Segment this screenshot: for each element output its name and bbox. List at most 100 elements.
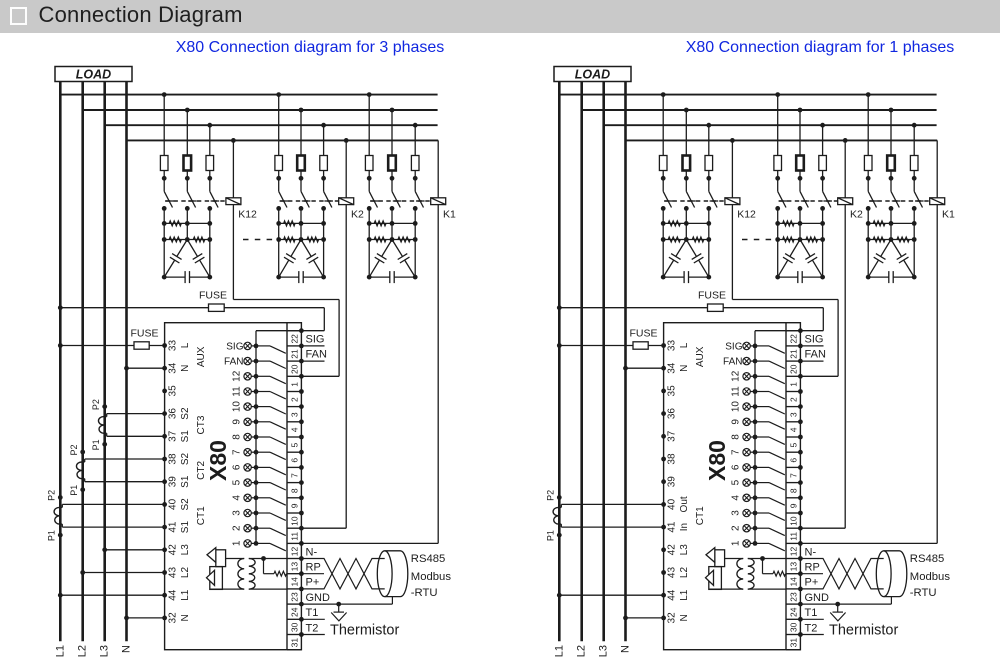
svg-text:10: 10	[232, 401, 243, 413]
svg-text:P1: P1	[47, 530, 57, 541]
svg-text:K1: K1	[942, 209, 955, 221]
svg-text:36: 36	[168, 408, 179, 420]
svg-text:1: 1	[731, 540, 742, 546]
svg-text:N-: N-	[306, 546, 318, 558]
svg-text:L: L	[180, 342, 191, 348]
svg-text:L2: L2	[180, 567, 191, 579]
svg-text:SIG: SIG	[226, 341, 243, 352]
svg-text:9: 9	[289, 503, 299, 508]
svg-text:Thermistor: Thermistor	[829, 623, 898, 639]
svg-text:12: 12	[731, 370, 742, 382]
svg-text:FAN: FAN	[306, 349, 327, 361]
svg-text:RS485: RS485	[411, 553, 446, 565]
svg-text:6: 6	[232, 464, 243, 470]
svg-text:P2: P2	[546, 490, 556, 501]
svg-text:38: 38	[168, 453, 179, 465]
svg-text:Thermistor: Thermistor	[330, 623, 399, 639]
svg-text:1: 1	[232, 540, 243, 546]
svg-text:GND: GND	[805, 592, 830, 604]
svg-text:FUSE: FUSE	[629, 328, 657, 340]
svg-text:K12: K12	[737, 209, 756, 221]
svg-text:N: N	[180, 365, 191, 372]
svg-text:36: 36	[667, 408, 678, 420]
svg-text:43: 43	[667, 567, 678, 579]
svg-text:T1: T1	[306, 607, 319, 619]
svg-text:12: 12	[289, 547, 299, 557]
svg-text:N: N	[679, 365, 690, 372]
svg-text:11: 11	[289, 532, 299, 541]
svg-text:5: 5	[289, 442, 299, 447]
svg-text:T2: T2	[306, 622, 319, 634]
svg-text:2: 2	[731, 525, 742, 531]
svg-text:K2: K2	[351, 209, 364, 221]
svg-text:20: 20	[788, 364, 798, 374]
svg-text:FUSE: FUSE	[199, 290, 227, 302]
svg-text:22: 22	[289, 334, 299, 344]
svg-text:FUSE: FUSE	[698, 290, 726, 302]
svg-text:33: 33	[667, 340, 678, 352]
svg-text:21: 21	[788, 349, 798, 359]
svg-text:Out: Out	[679, 496, 690, 512]
svg-text:Modbus: Modbus	[910, 571, 951, 583]
svg-text:7: 7	[232, 449, 243, 455]
svg-text:39: 39	[168, 476, 179, 488]
svg-text:7: 7	[289, 473, 299, 478]
svg-text:31: 31	[289, 638, 299, 648]
svg-text:32: 32	[667, 612, 678, 624]
svg-text:30: 30	[788, 622, 798, 632]
svg-text:34: 34	[168, 362, 179, 374]
svg-text:L3: L3	[679, 544, 690, 556]
svg-text:30: 30	[289, 622, 299, 632]
svg-text:SIG: SIG	[306, 333, 325, 345]
svg-text:X80: X80	[704, 440, 730, 481]
svg-text:10: 10	[731, 401, 742, 413]
svg-text:N: N	[620, 645, 632, 653]
svg-text:P+: P+	[306, 577, 320, 589]
svg-text:CT1: CT1	[196, 506, 207, 525]
svg-text:1: 1	[788, 382, 798, 387]
svg-text:3: 3	[731, 510, 742, 516]
svg-text:34: 34	[667, 362, 678, 374]
svg-text:L2: L2	[679, 567, 690, 579]
svg-text:In: In	[679, 523, 690, 531]
svg-text:RP: RP	[306, 562, 321, 574]
svg-text:P1: P1	[546, 530, 556, 541]
svg-text:N: N	[180, 614, 191, 621]
svg-text:4: 4	[289, 427, 299, 432]
svg-text:37: 37	[168, 430, 179, 442]
svg-text:8: 8	[289, 488, 299, 493]
svg-text:-RTU: -RTU	[411, 587, 438, 599]
svg-text:S1: S1	[180, 430, 191, 443]
svg-text:12: 12	[788, 547, 798, 557]
svg-text:21: 21	[289, 349, 299, 359]
svg-text:37: 37	[667, 430, 678, 442]
svg-text:42: 42	[667, 544, 678, 556]
svg-text:14: 14	[788, 577, 798, 587]
svg-text:L2: L2	[77, 645, 89, 657]
svg-text:11: 11	[731, 386, 742, 397]
svg-text:P1: P1	[91, 439, 101, 450]
svg-text:32: 32	[168, 612, 179, 624]
svg-text:44: 44	[168, 589, 179, 601]
svg-text:41: 41	[168, 521, 179, 533]
svg-text:8: 8	[788, 488, 798, 493]
svg-text:CT3: CT3	[196, 415, 207, 434]
svg-text:39: 39	[667, 476, 678, 488]
svg-text:P1: P1	[69, 485, 79, 496]
svg-text:41: 41	[667, 521, 678, 533]
svg-text:LOAD: LOAD	[575, 68, 610, 82]
svg-text:3: 3	[232, 510, 243, 516]
svg-text:FAN: FAN	[805, 349, 826, 361]
svg-text:8: 8	[731, 434, 742, 440]
svg-text:L1: L1	[54, 645, 66, 657]
svg-text:L1: L1	[553, 645, 565, 657]
svg-text:FAN: FAN	[224, 357, 243, 368]
svg-text:P2: P2	[47, 490, 57, 501]
svg-text:T2: T2	[805, 622, 818, 634]
svg-text:33: 33	[168, 340, 179, 352]
svg-text:40: 40	[168, 498, 179, 510]
svg-text:P2: P2	[69, 444, 79, 455]
svg-text:9: 9	[232, 419, 243, 425]
svg-text:20: 20	[289, 364, 299, 374]
svg-text:P+: P+	[805, 577, 819, 589]
